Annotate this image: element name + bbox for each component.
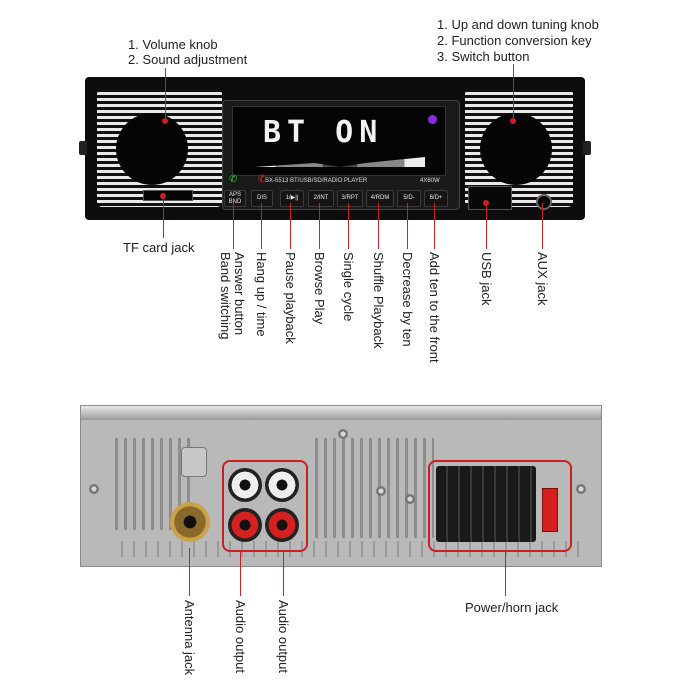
rear-screw-mid bbox=[405, 494, 415, 504]
certification-badge bbox=[181, 447, 207, 477]
tuning-knob[interactable] bbox=[480, 113, 552, 185]
callout-line-audio-1 bbox=[240, 550, 241, 596]
tuning-knob-label-1: 1. Up and down tuning knob bbox=[437, 17, 599, 32]
lcd-screen: BT ON bbox=[232, 106, 446, 176]
callout-hang-up: Hang up / time bbox=[254, 252, 269, 337]
callout-single-cycle: Single cycle bbox=[341, 252, 356, 322]
rear-screw-top bbox=[338, 429, 348, 439]
right-mount-clip bbox=[583, 141, 591, 155]
rear-screw-left bbox=[89, 484, 99, 494]
callout-add-ten: Add ten to the front bbox=[427, 252, 442, 363]
rear-screw-center bbox=[376, 486, 386, 496]
model-text: SX-5513 BT/USB/SD/RADIO PLAYER bbox=[265, 178, 368, 184]
callout-line-b2 bbox=[290, 203, 291, 249]
tuning-knob-label-2: 2. Function conversion key bbox=[437, 33, 592, 48]
volume-knob-label-2: 2. Sound adjustment bbox=[128, 52, 248, 67]
callout-dot-usb bbox=[483, 200, 489, 206]
lcd-spectrum-bars bbox=[255, 157, 425, 167]
button-1-pause[interactable]: 1/▶|| bbox=[280, 190, 304, 207]
callout-usb-jack: USB jack bbox=[479, 252, 494, 306]
rca-white-right[interactable] bbox=[265, 468, 299, 502]
callout-line-audio-2 bbox=[283, 550, 284, 596]
audio-output-label-1: Audio output bbox=[233, 600, 248, 674]
rear-screw-right bbox=[576, 484, 586, 494]
callout-line-antenna bbox=[189, 548, 190, 596]
phone-answer-icon: ✆ bbox=[229, 174, 238, 185]
callout-decrease-by-ten: Decrease by ten bbox=[400, 252, 415, 347]
callout-shuffle-playback: Shuffle Playback bbox=[371, 252, 386, 349]
left-mount-clip bbox=[79, 141, 87, 155]
fuse-red bbox=[542, 488, 558, 532]
rear-top-edge bbox=[81, 406, 601, 420]
rca-white-left[interactable] bbox=[228, 468, 262, 502]
aux-port[interactable] bbox=[536, 194, 552, 210]
lcd-main-text: BT ON bbox=[263, 115, 384, 150]
purple-indicator-dot bbox=[428, 115, 437, 124]
audio-output-label-2: Audio output bbox=[276, 600, 291, 674]
volume-knob-label-1: 1. Volume knob bbox=[128, 37, 218, 52]
rear-vents-center bbox=[309, 438, 434, 538]
callout-answer-band: Answer button Band switching bbox=[218, 252, 247, 340]
callout-line-volume bbox=[165, 68, 166, 120]
callout-line-b4 bbox=[348, 203, 349, 249]
tf-card-slot[interactable] bbox=[143, 190, 193, 201]
tuning-knob-label-3: 3. Switch button bbox=[437, 49, 530, 64]
button-4-rdm[interactable]: 4/RDM bbox=[366, 190, 394, 207]
usb-port[interactable] bbox=[468, 186, 512, 210]
rca-red-left[interactable] bbox=[228, 508, 262, 542]
button-6-d-plus[interactable]: 6/D+ bbox=[424, 190, 448, 207]
antenna-jack[interactable] bbox=[170, 502, 210, 542]
button-2-int[interactable]: 2/INT bbox=[308, 190, 334, 207]
callout-dot-volume bbox=[162, 118, 168, 124]
phone-hangup-icon: ✆ bbox=[258, 174, 267, 185]
callout-line-b5 bbox=[378, 203, 379, 249]
rca-red-right[interactable] bbox=[265, 508, 299, 542]
dis-button[interactable]: DIS bbox=[251, 190, 273, 207]
callout-line-b3 bbox=[319, 203, 320, 249]
iso-connector[interactable] bbox=[436, 466, 536, 542]
callout-line-tf bbox=[163, 196, 164, 238]
button-3-rpt[interactable]: 3/RPT bbox=[337, 190, 363, 207]
callout-line-b0 bbox=[233, 203, 234, 249]
volume-knob[interactable] bbox=[116, 113, 188, 185]
aps-bnd-button[interactable]: APS BND bbox=[224, 190, 246, 207]
callout-line-b1 bbox=[261, 203, 262, 249]
callout-dot-tuning bbox=[510, 118, 516, 124]
callout-aux-jack: AUX jack bbox=[535, 252, 550, 306]
callout-browse-play: Browse Play bbox=[312, 252, 327, 325]
callout-dot-tf bbox=[160, 193, 166, 199]
antenna-jack-label: Antenna jack bbox=[182, 600, 197, 676]
power-horn-jack-label: Power/horn jack bbox=[465, 600, 559, 615]
callout-line-power bbox=[505, 550, 506, 596]
power-connector-box bbox=[428, 460, 572, 552]
button-5-d-minus[interactable]: 5/D- bbox=[397, 190, 421, 207]
callout-line-aux bbox=[542, 203, 543, 249]
audio-output-box bbox=[222, 460, 308, 552]
tf-card-label: TF card jack bbox=[123, 240, 195, 255]
callout-line-tuning bbox=[513, 64, 514, 119]
callout-pause-playback: Pause playback bbox=[283, 252, 298, 344]
callout-line-b7 bbox=[434, 203, 435, 249]
callout-line-usb bbox=[486, 203, 487, 249]
power-text: 4X60W bbox=[420, 178, 440, 184]
callout-line-b6 bbox=[407, 203, 408, 249]
